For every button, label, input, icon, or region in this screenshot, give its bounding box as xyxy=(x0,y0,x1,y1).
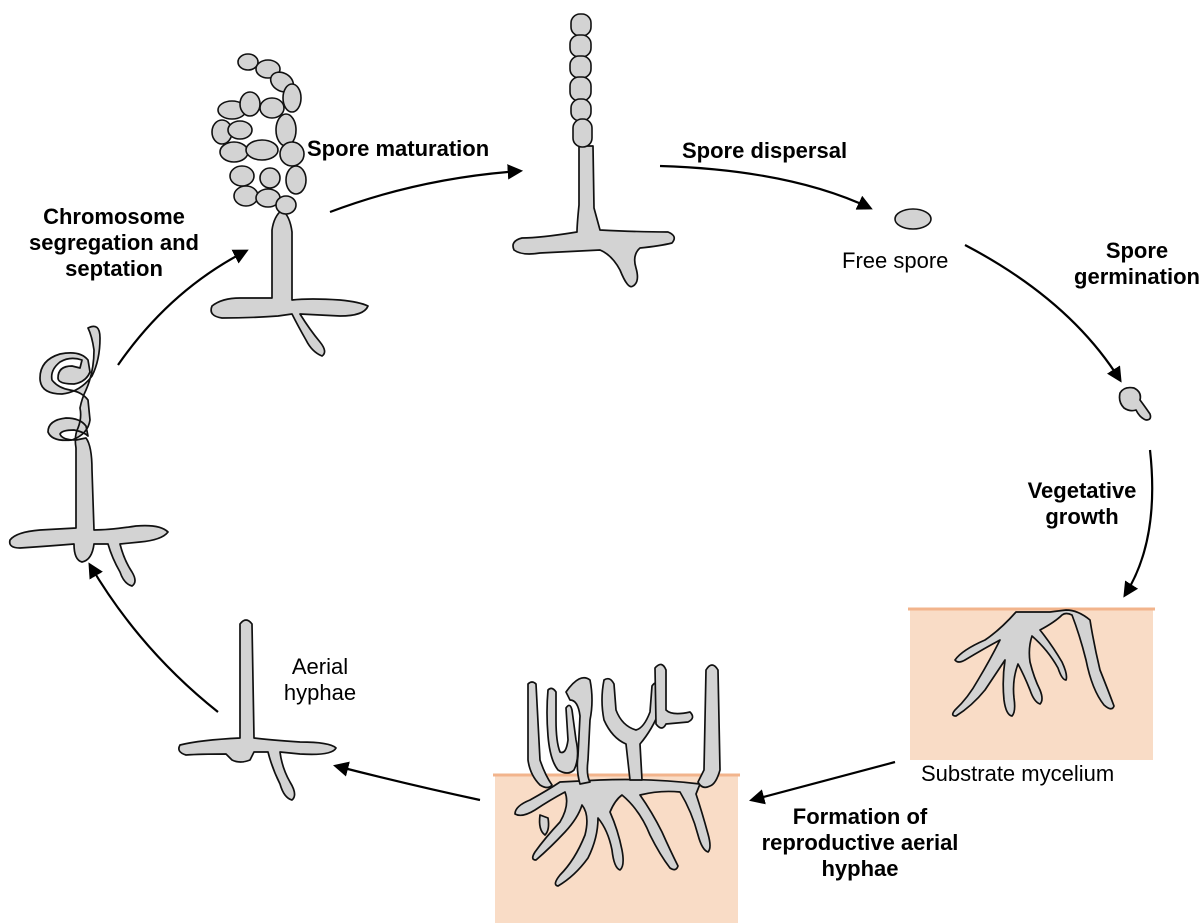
free-spore xyxy=(895,209,931,229)
label-chromosome-line2: segregation and xyxy=(16,230,212,256)
label-spore-dispersal: Spore dispersal xyxy=(682,138,847,164)
label-chromosome-line3: septation xyxy=(16,256,212,282)
arrow-spore-maturation xyxy=(330,171,520,212)
label-vegetative-growth: Vegetative growth xyxy=(1012,478,1152,530)
arrow-coil xyxy=(90,565,218,712)
aerial-formation-box xyxy=(493,664,740,923)
substrate-mycelium-box xyxy=(908,609,1155,760)
spore-chain xyxy=(513,14,674,287)
label-formation-aerial-line1: Formation of xyxy=(746,804,974,830)
label-chromosome-line1: Chromosome xyxy=(16,204,212,230)
label-aerial-hyphae-line2: hyphae xyxy=(270,680,370,706)
label-free-spore: Free spore xyxy=(842,248,948,274)
label-spore-germination-line2: germination xyxy=(1072,264,1202,290)
label-chromosome-segregation: Chromosome segregation and septation xyxy=(16,204,212,282)
label-spore-germination: Spore germination xyxy=(1072,238,1202,290)
arrow-aerial-hyphae xyxy=(336,766,480,800)
label-vegetative-growth-line2: growth xyxy=(1012,504,1152,530)
coiled-hypha xyxy=(10,326,168,586)
label-vegetative-growth-line1: Vegetative xyxy=(1012,478,1152,504)
label-formation-aerial-line3: hyphae xyxy=(746,856,974,882)
label-aerial-hyphae-line1: Aerial xyxy=(270,654,370,680)
arrow-spore-dispersal xyxy=(660,166,870,208)
label-spore-maturation: Spore maturation xyxy=(307,136,489,162)
aerial-hyphae-shape xyxy=(179,620,336,800)
label-spore-germination-line1: Spore xyxy=(1072,238,1202,264)
label-aerial-hyphae: Aerial hyphae xyxy=(270,654,370,706)
label-substrate-mycelium: Substrate mycelium xyxy=(921,761,1114,787)
label-formation-aerial-line2: reproductive aerial xyxy=(746,830,974,856)
segregating-hypha xyxy=(211,54,368,356)
label-formation-aerial: Formation of reproductive aerial hyphae xyxy=(746,804,974,882)
germinating-spore xyxy=(1120,388,1151,420)
arrow-formation-aerial xyxy=(752,762,895,800)
